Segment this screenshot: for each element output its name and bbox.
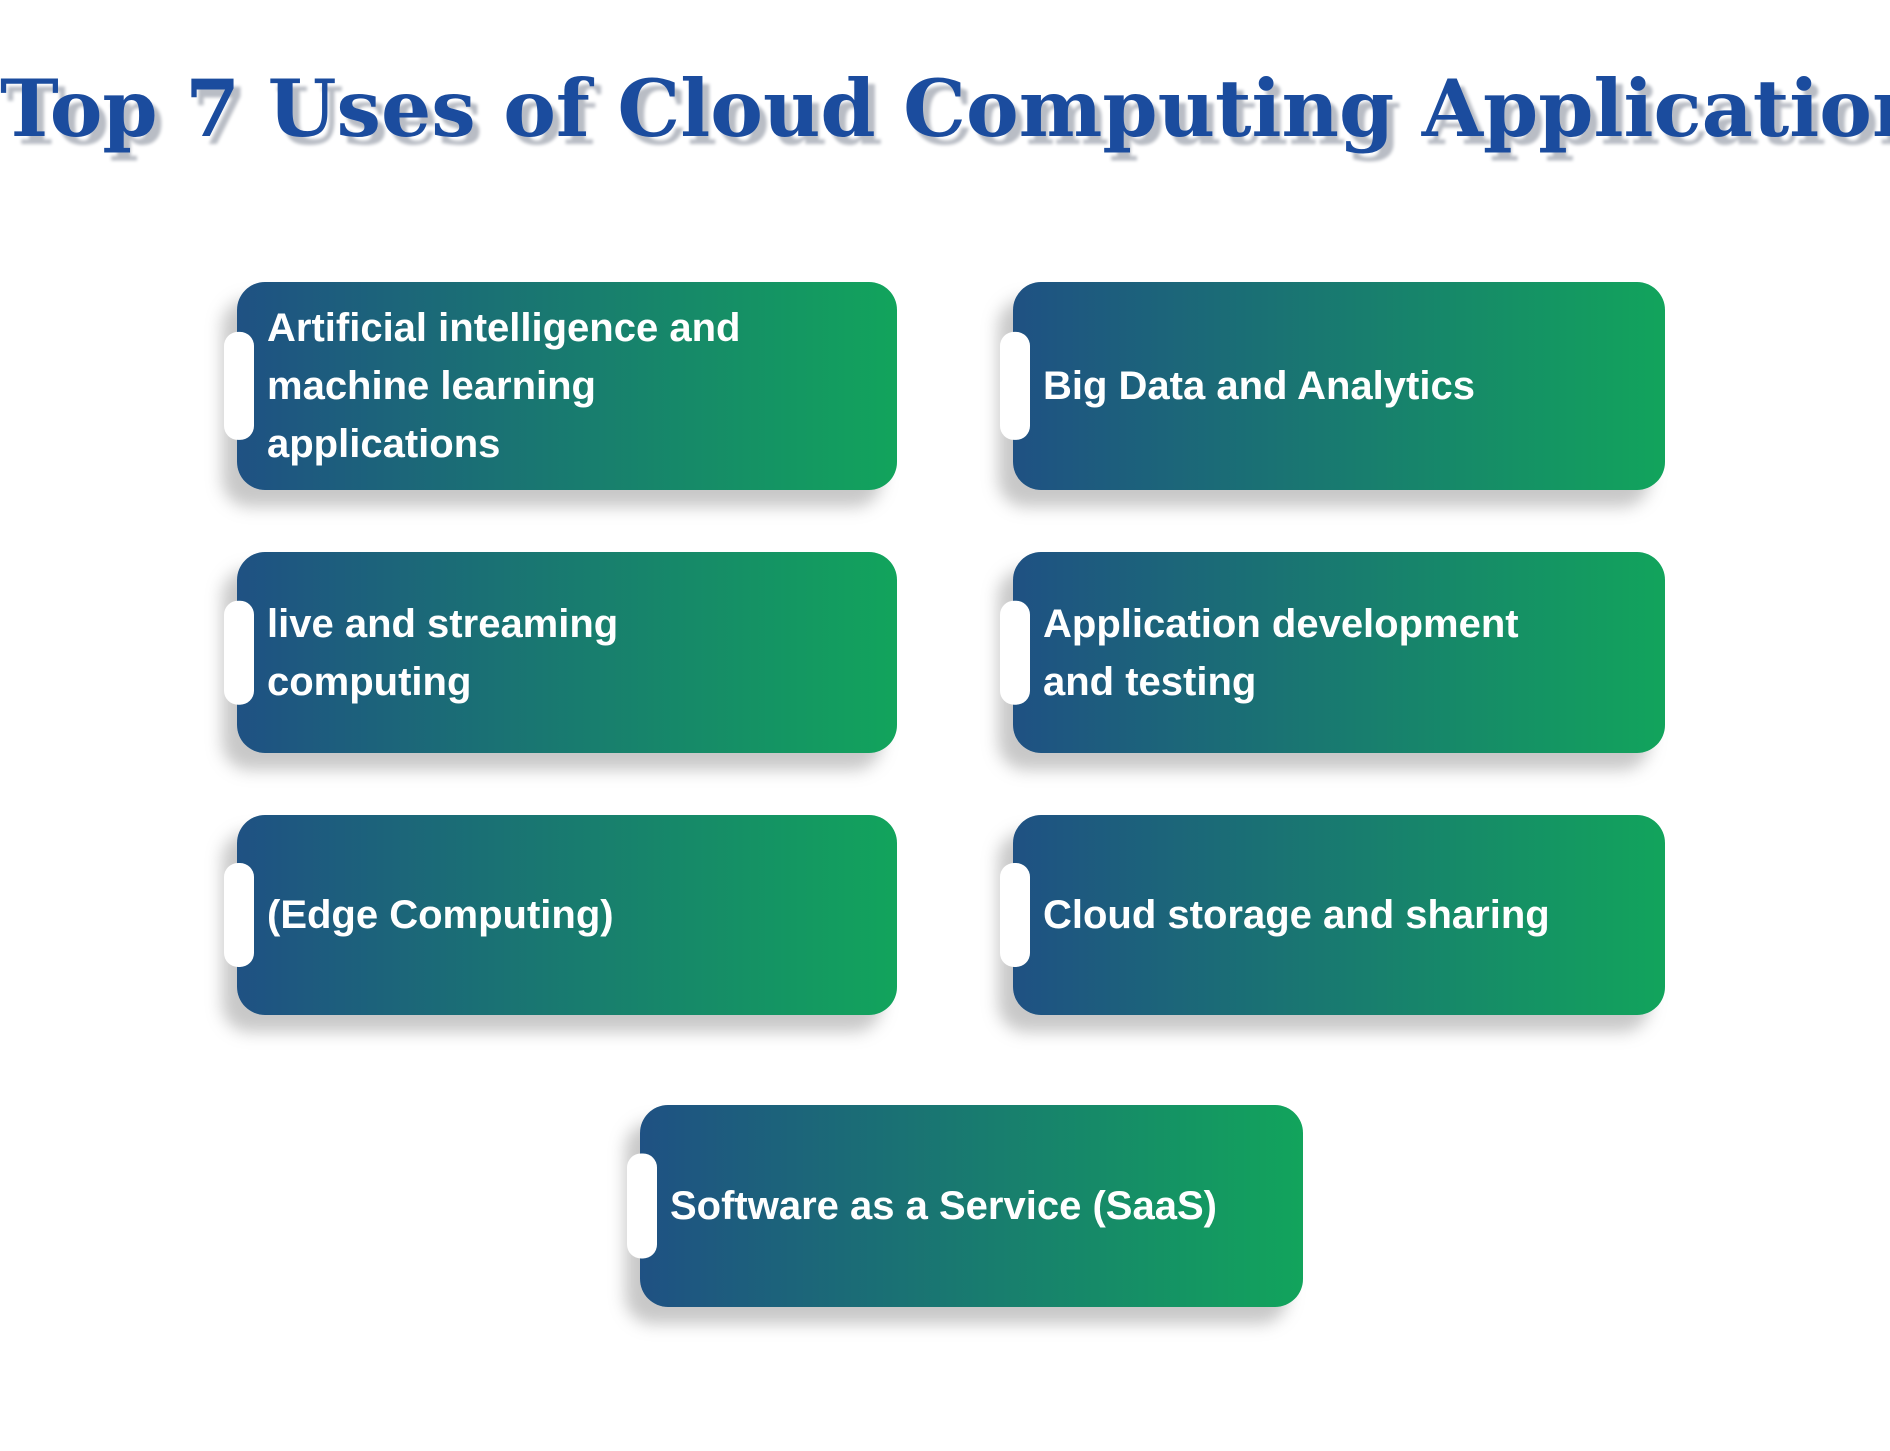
card-label: Artificial intelligence and machine lear… [267, 306, 741, 466]
card-saas: Software as a Service (SaaS) [627, 1105, 1303, 1307]
card-notch [224, 600, 254, 705]
card-label: (Edge Computing) [267, 893, 614, 937]
card-label: live and streaming computing [267, 601, 619, 704]
card-live-streaming-computing: live and streaming computing [224, 552, 897, 753]
card-notch [224, 863, 254, 967]
card-label: Software as a Service (SaaS) [670, 1184, 1217, 1228]
card-notch [1000, 863, 1030, 967]
card-cloud-storage-sharing: Cloud storage and sharing [1000, 815, 1665, 1015]
card-ai-ml-applications: Artificial intelligence and machine lear… [224, 282, 897, 490]
card-notch [1000, 331, 1030, 441]
card-notch [224, 331, 254, 441]
page-title: Top 7 Uses of Cloud Computing Applicatio… [0, 62, 1890, 155]
card-label: Cloud storage and sharing [1043, 893, 1550, 937]
card-big-data-analytics: Big Data and Analytics [1000, 282, 1665, 490]
card-edge-computing: (Edge Computing) [224, 815, 897, 1015]
card-notch [627, 1153, 657, 1259]
card-label: Application development and testing [1043, 601, 1519, 704]
card-label: Big Data and Analytics [1043, 364, 1475, 408]
card-app-development-testing: Application development and testing [1000, 552, 1665, 753]
card-notch [1000, 600, 1030, 705]
